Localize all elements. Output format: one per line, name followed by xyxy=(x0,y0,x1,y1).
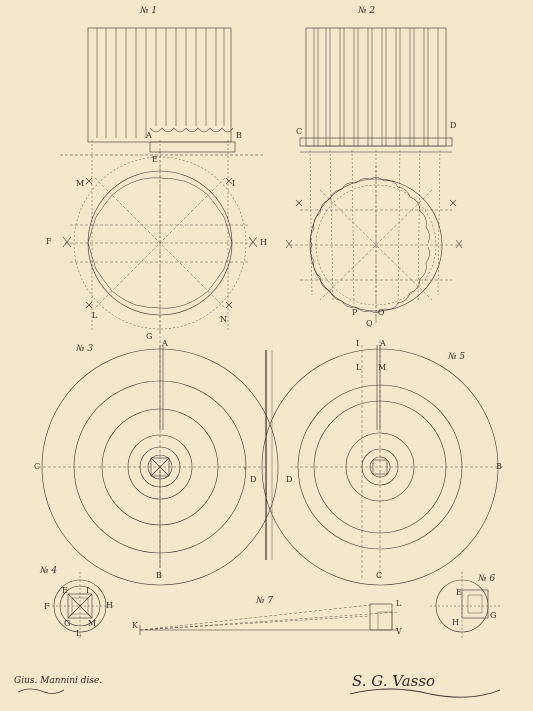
figure-6-number: № 6 xyxy=(478,574,496,584)
label-f6-e: E xyxy=(456,588,462,597)
label-f3-a: A xyxy=(162,339,168,348)
label-f7-v: V xyxy=(396,627,402,636)
figure-5-number: № 5 xyxy=(448,352,466,362)
label-f5-a: A xyxy=(380,339,386,348)
label-f4-h: H xyxy=(106,601,113,610)
label-f5-l: L xyxy=(356,363,362,372)
label-f2-p: P xyxy=(352,308,358,317)
label-f1-n: N xyxy=(220,315,227,324)
signature-right: S. G. Vasso xyxy=(352,672,436,690)
figure-6-drawing xyxy=(430,572,500,640)
label-f7-k: K xyxy=(132,621,138,630)
label-f7-l: L xyxy=(396,599,402,608)
signature-left: Gius. Mannini dise. xyxy=(14,676,103,686)
label-f1-f: F xyxy=(46,237,52,246)
label-f6-g: G xyxy=(490,611,497,620)
figure-7-number: № 7 xyxy=(256,596,274,606)
label-f1-h: H xyxy=(260,238,267,247)
label-f1-e: E xyxy=(152,155,158,164)
label-f4-e: E xyxy=(62,586,68,595)
label-f5-c: C xyxy=(376,571,383,580)
label-f3-b: B xyxy=(156,571,162,580)
figure-2-drawing xyxy=(285,27,463,325)
label-f3-g: G xyxy=(146,332,153,341)
figure-1-drawing xyxy=(60,27,265,340)
label-f3-c: C xyxy=(34,462,41,471)
figure-2-number: № 2 xyxy=(358,6,376,16)
label-f4-i: I xyxy=(86,586,90,595)
label-f4-m: M xyxy=(88,619,97,628)
figure-3-number: № 3 xyxy=(76,344,94,354)
label-f1-b: B xyxy=(236,131,242,140)
label-f5-i: I xyxy=(356,339,360,348)
label-f1-a: A xyxy=(146,131,152,140)
figure-4-number: № 4 xyxy=(40,566,58,576)
figure-3-drawing xyxy=(38,340,279,586)
figure-1-number: № 1 xyxy=(140,6,158,16)
label-f5-d: D xyxy=(286,475,293,484)
label-f2-o: O xyxy=(378,308,385,317)
figure-5-drawing xyxy=(261,340,505,586)
label-f4-g: G xyxy=(64,619,71,628)
label-f2-c: C xyxy=(296,127,303,136)
figure-4-drawing xyxy=(44,572,116,640)
label-f2-q: Q xyxy=(366,319,373,328)
signature-flourish-left xyxy=(17,688,65,694)
label-f4-f: F xyxy=(44,602,50,611)
label-f5-b: B xyxy=(496,462,502,471)
label-f1-m: M xyxy=(76,179,85,188)
label-f4-l: L xyxy=(76,629,82,638)
figure-7-drawing xyxy=(139,603,399,635)
label-f1-l: L xyxy=(92,311,98,320)
label-f3-d: D xyxy=(250,475,257,484)
label-f6-h: H xyxy=(452,618,459,627)
label-f1-i: I xyxy=(232,179,236,188)
signature-flourish-right xyxy=(349,688,501,698)
label-f2-d: D xyxy=(450,121,457,130)
label-f5-m: M xyxy=(378,363,387,372)
